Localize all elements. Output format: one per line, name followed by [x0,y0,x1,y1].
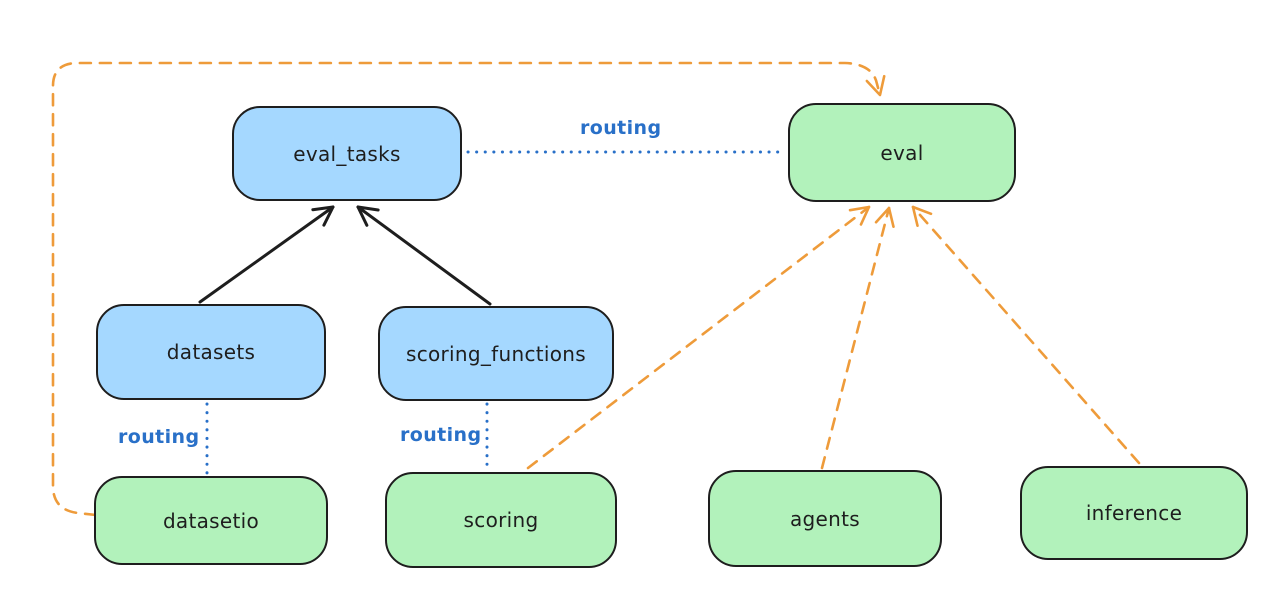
node-datasetio: datasetio [94,476,328,565]
node-scoring-label: scoring [463,508,539,532]
edge-agents-to-eval [820,206,895,470]
edge-scoring_functions-to-eval_tasks [356,205,492,306]
node-datasets: datasets [96,304,326,400]
node-inference: inference [1020,466,1248,560]
node-agents-label: agents [790,506,860,531]
node-scoring_functions-label: scoring_functions [405,341,587,366]
node-datasets-label: datasets [166,340,256,364]
edge-datasetio-to-eval [51,61,886,517]
node-agents: agents [708,470,942,567]
routing-label-scoring_functions-scoring: routing [400,424,482,446]
node-eval_tasks: eval_tasks [232,106,462,201]
edge-datasets-to-eval_tasks [198,205,335,304]
edge-inference-to-eval [911,205,1141,465]
node-scoring: scoring [385,472,617,568]
node-eval_tasks-label: eval_tasks [293,141,401,166]
node-eval-label: eval [880,140,924,165]
edge-scoring-to-eval [526,205,871,470]
node-eval: eval [788,103,1016,202]
node-datasetio-label: datasetio [162,508,260,533]
routing-label-eval_tasks-eval: routing [580,117,662,139]
routing-label-datasets-datasetio: routing [118,426,200,448]
node-scoring_functions: scoring_functions [378,306,614,401]
node-inference-label: inference [1085,501,1183,525]
